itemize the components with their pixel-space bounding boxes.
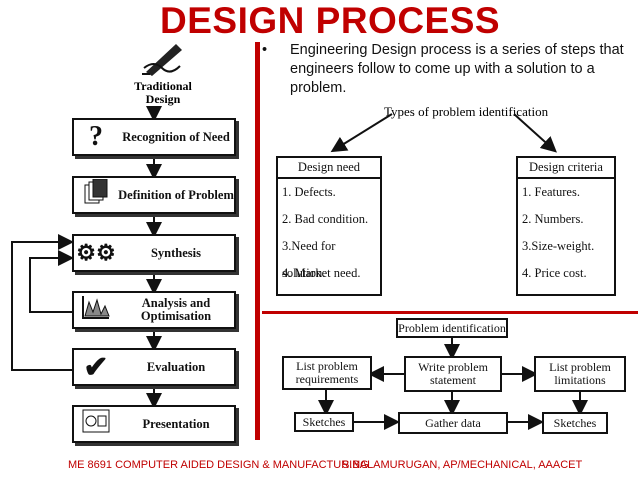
write-statement-box: Write problem statement bbox=[404, 356, 502, 392]
step-evaluation: ✔ Evaluation bbox=[72, 348, 236, 386]
design-criteria-item: 2. Numbers. bbox=[522, 212, 584, 226]
pen-writing-icon bbox=[142, 44, 182, 76]
sketches-left-box: Sketches bbox=[294, 412, 354, 432]
list-limitations-box: List problem limitations bbox=[534, 356, 626, 392]
definition-bullet: • Engineering Design process is a series… bbox=[262, 41, 632, 98]
checkmark-icon: ✔ bbox=[83, 350, 109, 384]
design-need-heading: Design need bbox=[278, 158, 380, 179]
documents-icon bbox=[74, 178, 118, 211]
sketches-right-box: Sketches bbox=[542, 412, 608, 434]
types-arrows bbox=[330, 113, 557, 153]
problem-identification-types: Types of problem identification Design n… bbox=[262, 100, 638, 310]
gather-data-box: Gather data bbox=[398, 412, 508, 434]
footer-course: ME 8691 COMPUTER AIDED DESIGN & MANUFACT… bbox=[68, 459, 369, 471]
flow-connectors bbox=[11, 106, 162, 409]
step-analysis-optimisation: Analysis and Optimisation bbox=[72, 291, 236, 329]
design-need-item: 2. Bad condition. bbox=[282, 212, 369, 226]
design-need-box: Design need 1. Defects. 2. Bad condition… bbox=[276, 156, 382, 296]
page-title: DESIGN PROCESS bbox=[160, 0, 501, 41]
gears-icon: ⚙⚙ bbox=[76, 240, 116, 265]
design-criteria-item: 3.Size-weight. bbox=[522, 239, 595, 253]
step-synthesis: ⚙⚙ Synthesis bbox=[72, 234, 236, 272]
design-criteria-box: Design criteria 1. Features. 2. Numbers.… bbox=[516, 156, 616, 296]
step-definition-of-problem: Definition of Problem bbox=[72, 176, 236, 214]
design-criteria-heading: Design criteria bbox=[518, 158, 614, 179]
traditional-design-panel: Traditional Design ? Recognition of Need… bbox=[0, 0, 252, 455]
bullet-icon: • bbox=[262, 42, 268, 58]
drawing-icon bbox=[74, 409, 118, 439]
question-mark-icon: ? bbox=[89, 121, 103, 152]
step-presentation: Presentation bbox=[72, 405, 236, 443]
problem-flow-diagram: Problem identification List problem requ… bbox=[262, 314, 638, 440]
design-need-item: 3.Need for solution. bbox=[282, 239, 336, 280]
design-need-item: 4. Market need. bbox=[282, 266, 361, 280]
graph-icon bbox=[74, 294, 118, 326]
design-criteria-item: 1. Features. bbox=[522, 185, 580, 199]
design-criteria-item: 4. Price cost. bbox=[522, 266, 587, 280]
horizontal-red-divider bbox=[262, 311, 638, 314]
design-need-item: 1. Defects. bbox=[282, 185, 336, 199]
bullet-text: Engineering Design process is a series o… bbox=[290, 42, 624, 96]
problem-identification-box: Problem identification bbox=[396, 318, 508, 338]
list-requirements-box: List problem requirements bbox=[282, 356, 372, 390]
flow-arrows bbox=[318, 338, 588, 430]
vertical-red-divider bbox=[255, 42, 260, 440]
types-heading: Types of problem identification bbox=[384, 104, 549, 119]
traditional-design-heading: Traditional Design bbox=[134, 79, 192, 106]
footer-author: S.BALAMURUGAN, AP/MECHANICAL, AAACET bbox=[342, 459, 583, 471]
step-recognition-of-need: ? Recognition of Need bbox=[72, 118, 236, 156]
